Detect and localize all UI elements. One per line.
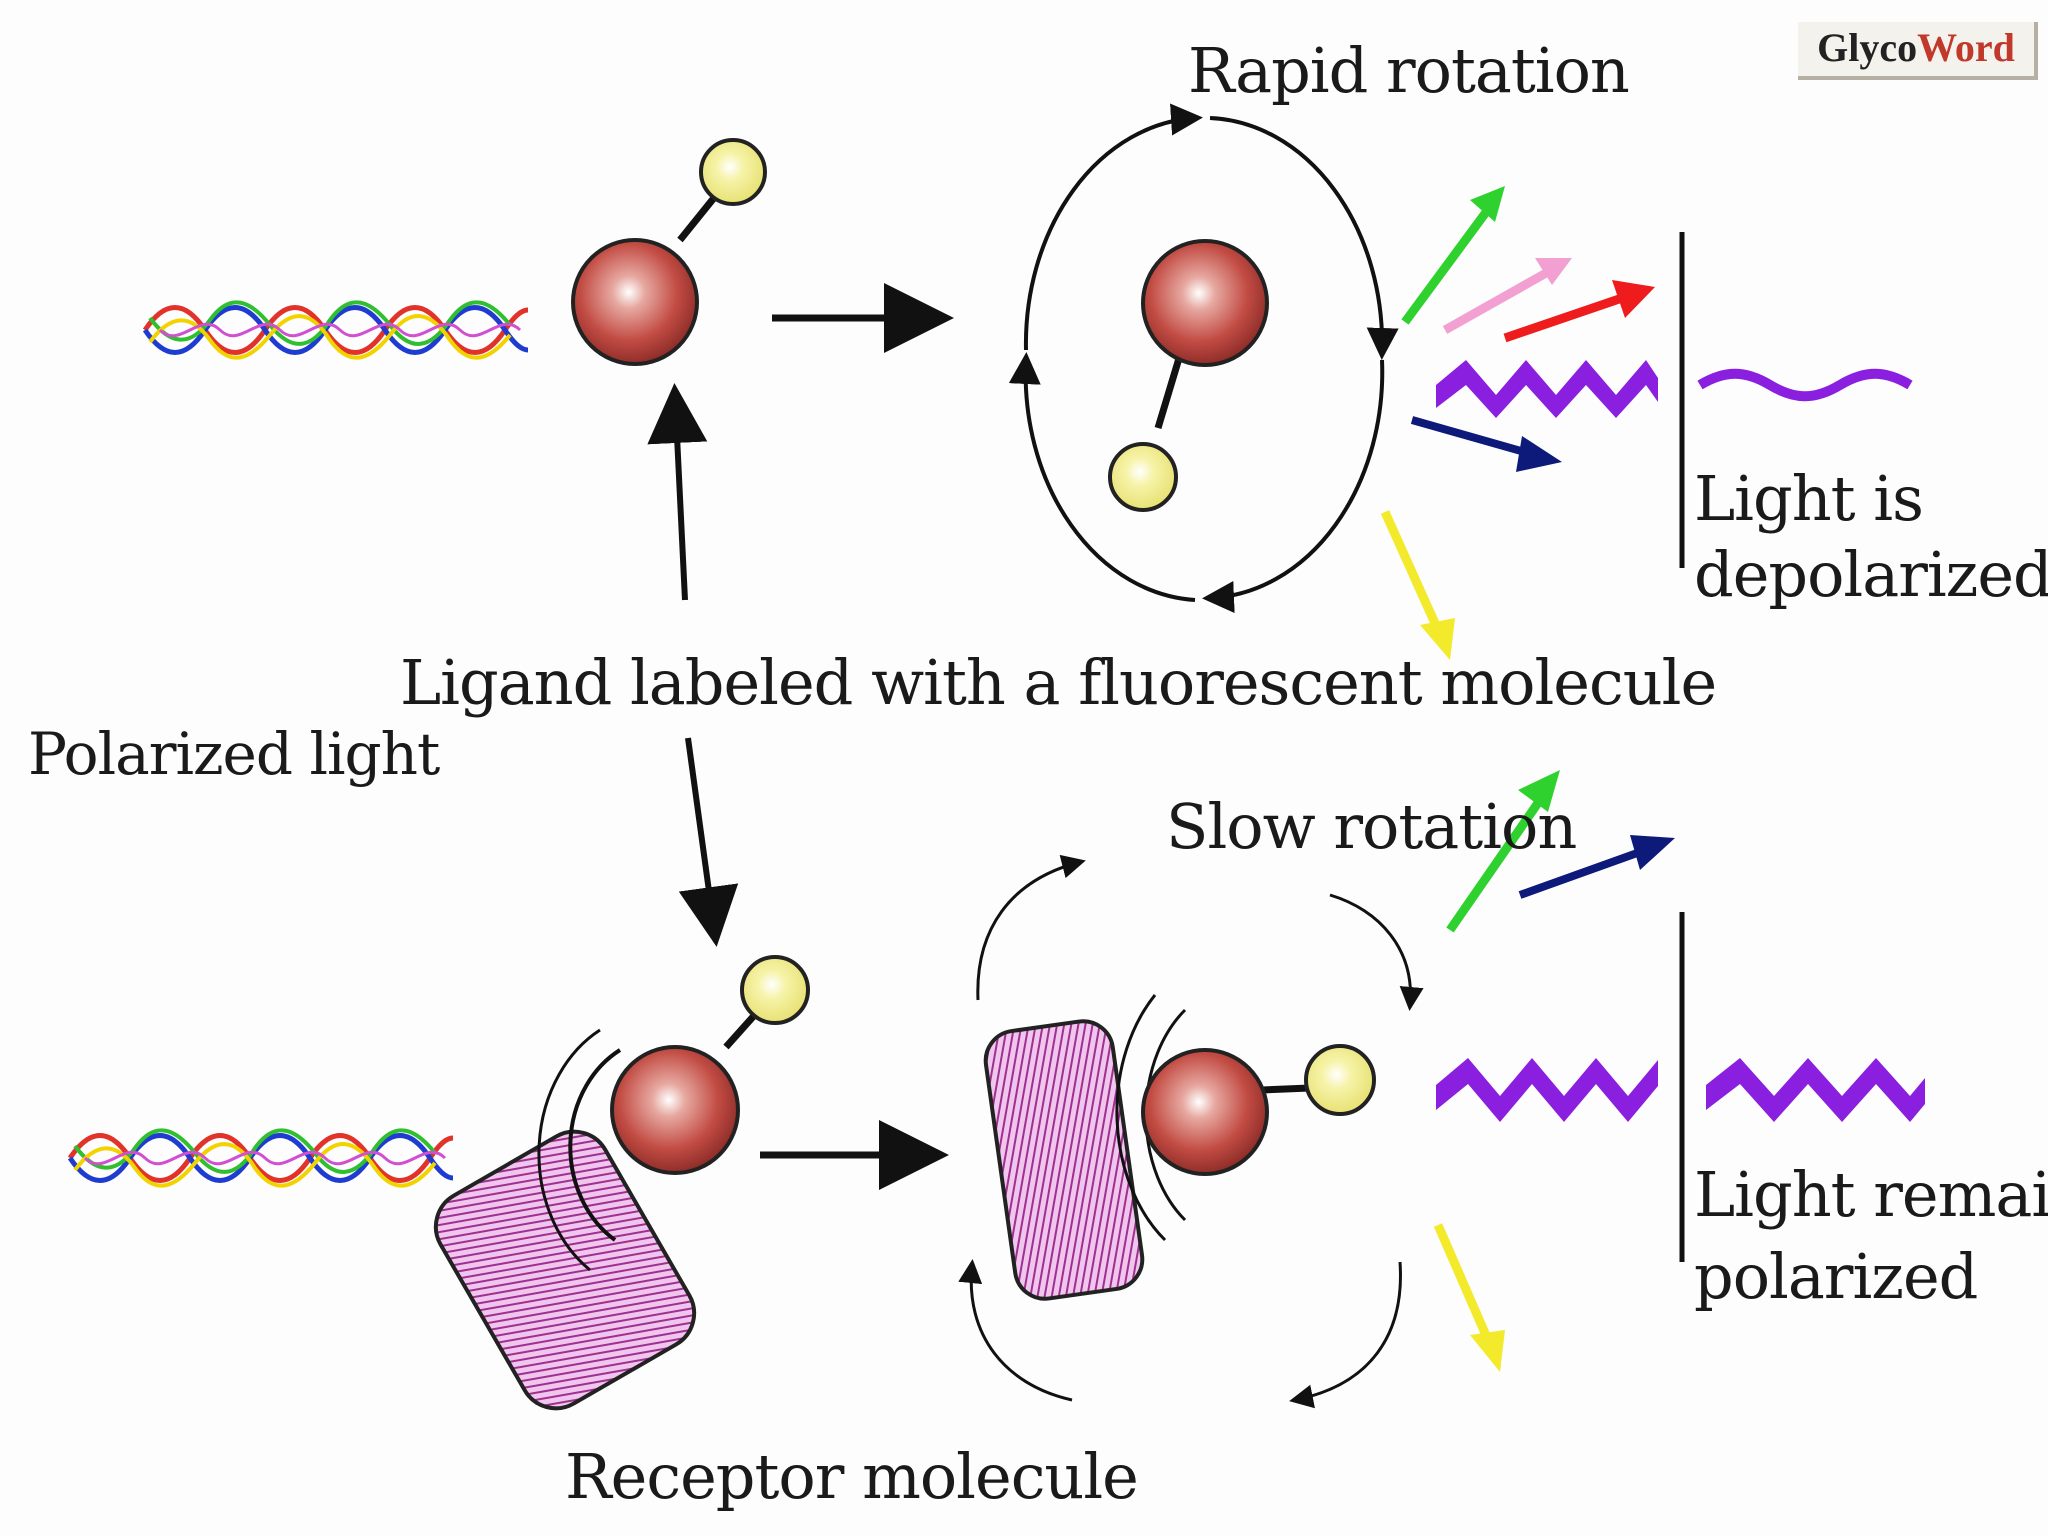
arrow-yellow: [1380, 510, 1443, 632]
lower-incoming-wave: [1436, 1058, 1658, 1122]
upper-emission-arrows: [1380, 186, 1655, 660]
rotating-fluorophore: [1108, 442, 1178, 512]
arrow-label-to-bound-complex: [678, 737, 739, 947]
bound-ligand-molecule: [610, 1045, 740, 1175]
arrow-pink: [1442, 264, 1558, 334]
arrow-label-to-ligand: [647, 383, 708, 601]
slow-ligand-molecule: [1141, 1048, 1269, 1176]
bound-complex-left: [433, 955, 810, 1411]
lower-helix: [67, 1128, 454, 1188]
light-remains-label: Light remains: [1694, 1158, 2048, 1231]
arrow-yellow-lower: [1433, 1223, 1493, 1342]
rapid-rotation-label: Rapid rotation: [1188, 34, 1630, 107]
polarized-light-label: Polarized light: [28, 720, 440, 788]
rotating-ligand-molecule: [1141, 239, 1269, 367]
lower-emission-arrows: [1433, 770, 1675, 1372]
upper-helix: [142, 300, 529, 360]
arrow-red: [1503, 292, 1627, 343]
depolarized-label: depolarized: [1694, 538, 2048, 611]
polarized-label: polarized: [1694, 1240, 1978, 1313]
free-ligand-upper: [571, 138, 767, 366]
arrow-green: [1401, 197, 1499, 325]
depolarized-wave: [1697, 368, 1913, 402]
slow-rotation-label: Slow rotation: [1166, 790, 1577, 863]
logo-part-word: Word: [1917, 25, 2015, 70]
logo-part-glyco: Glyco: [1817, 25, 1918, 70]
arrow-green-lower: [1446, 797, 1544, 933]
slow-rotation-cycle: [958, 854, 1424, 1409]
arrow-navy: [1410, 416, 1530, 457]
glycoword-logo: GlycoWord: [1798, 22, 2038, 80]
arrow-navy-lower: [1518, 848, 1642, 899]
light-is-label: Light is: [1694, 462, 1924, 535]
receptor-block-right: [983, 1019, 1145, 1301]
rapid-rotation-cycle: [1008, 103, 1399, 613]
bound-fluorophore: [740, 955, 810, 1025]
upper-incoming-wave: [1436, 360, 1658, 418]
polarized-wave: [1706, 1058, 1925, 1122]
receptor-block-left: [433, 1129, 697, 1411]
receptor-label: Receptor molecule: [565, 1440, 1139, 1513]
ligand-molecule: [571, 238, 699, 366]
slow-fluorophore: [1304, 1044, 1376, 1116]
fluorophore: [699, 138, 767, 206]
ligand-label: Ligand labeled with a fluorescent molecu…: [400, 646, 1717, 719]
